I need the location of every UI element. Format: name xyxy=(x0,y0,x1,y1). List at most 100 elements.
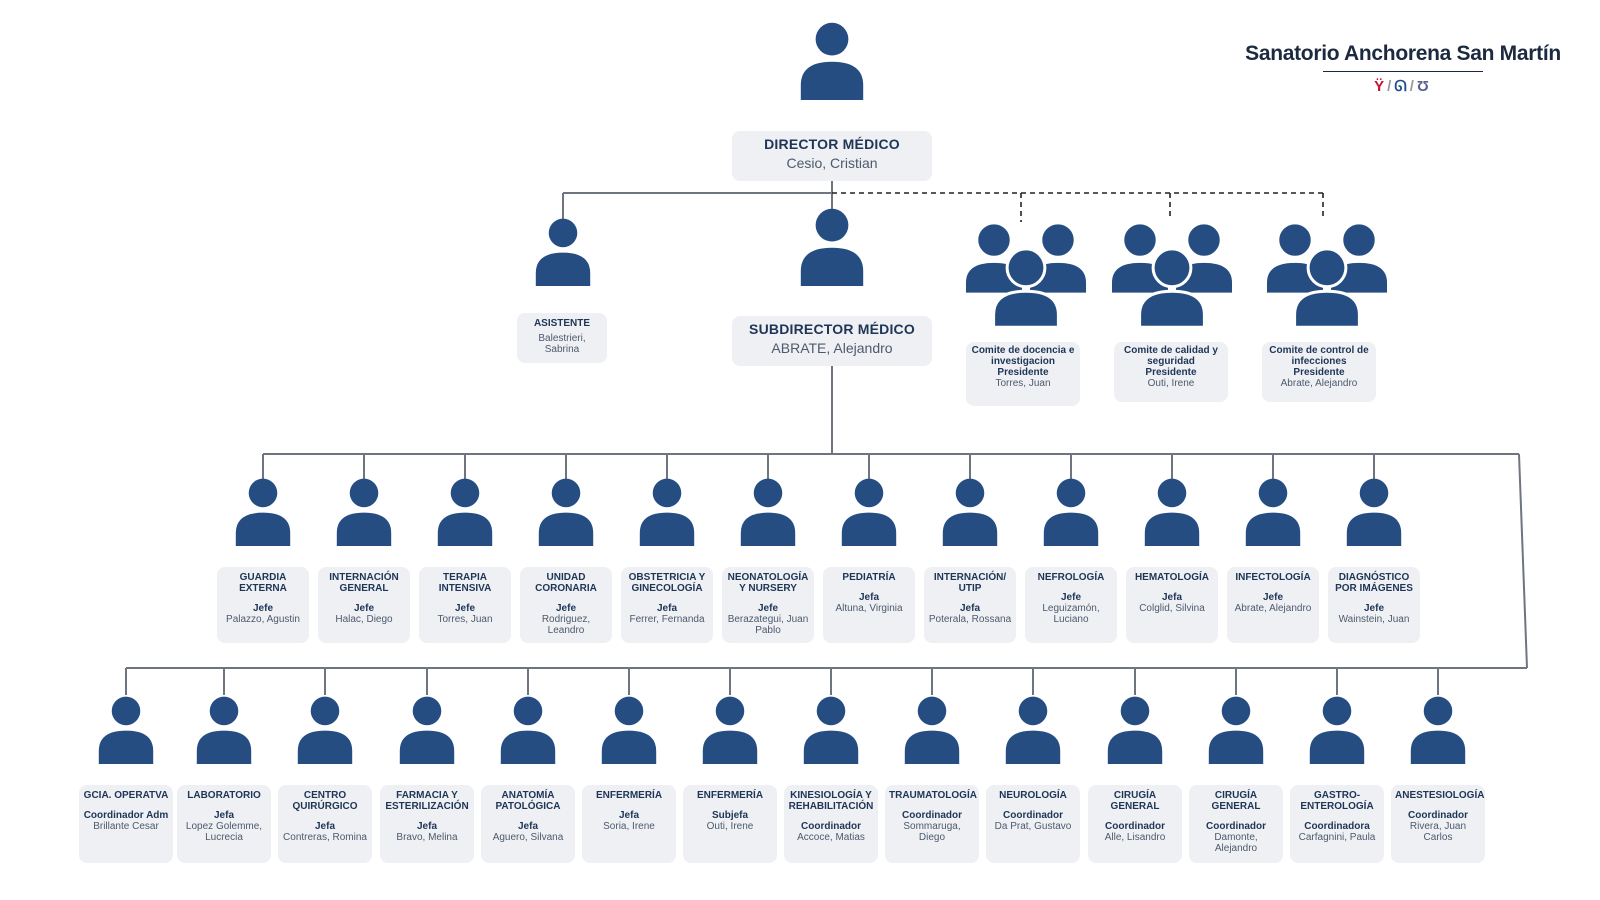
department-role: Jefe xyxy=(1060,592,1081,603)
department-role: Jefa xyxy=(656,603,677,614)
department-name: Soria, Irene xyxy=(603,821,655,832)
department-title: CIRUGÍA GENERAL xyxy=(1211,790,1261,812)
department-name: Outi, Irene xyxy=(706,821,754,832)
department-name: Brillante Cesar xyxy=(93,821,159,832)
department-name: Berazategui, Juan Pablo xyxy=(727,614,809,636)
brand-logos: Ϋ/ᘏ/Ʊ xyxy=(1238,78,1568,95)
department-title: GCIA. OPERATVA xyxy=(83,790,169,801)
person-icon xyxy=(1309,696,1365,764)
person-icon xyxy=(538,478,594,546)
department-title: TRAUMATOLOGÍA xyxy=(889,790,977,801)
department-title: INTERNACIÓN GENERAL xyxy=(329,572,399,594)
person-icon xyxy=(601,696,657,764)
comite-name: Torres, Juan xyxy=(995,378,1051,389)
department-name: Carfagnini, Paula xyxy=(1298,832,1376,843)
comite-card: Comite de control de infecciones Preside… xyxy=(1262,342,1376,402)
person-icon xyxy=(1208,696,1264,764)
director-name: Cesio, Cristian xyxy=(786,155,878,171)
department-role: Jefe xyxy=(757,603,778,614)
department-title: FARMACIA Y ESTERILIZACIÓN xyxy=(385,790,469,812)
department-role: Subjefa xyxy=(711,810,749,821)
brand-logo-1-icon: Ϋ xyxy=(1374,78,1388,95)
department-title: ENFERMERÍA xyxy=(696,790,764,801)
department-role: Jefa xyxy=(416,821,437,832)
department-name: Poterala, Rossana xyxy=(928,614,1012,625)
person-icon xyxy=(336,478,392,546)
person-icon xyxy=(904,696,960,764)
department-title: KINESIOLOGÍA Y REHABILITACIÓN xyxy=(788,790,874,812)
department-name: Torres, Juan xyxy=(437,614,493,625)
department-role: Coordinadora xyxy=(1304,821,1370,832)
department-role: Jefa xyxy=(1161,592,1182,603)
person-icon xyxy=(800,208,864,286)
department-title: CENTRO QUIRÚRGICO xyxy=(292,790,358,812)
department-role: Coordinador xyxy=(902,810,962,821)
department-role: Coordinador xyxy=(801,821,861,832)
person-icon xyxy=(1410,696,1466,764)
person-icon xyxy=(1144,478,1200,546)
department-name: Altuna, Virginia xyxy=(835,603,903,614)
brand-separator: / xyxy=(1409,78,1417,95)
department-name: Ferrer, Fernanda xyxy=(629,614,705,625)
department-title: NEONATOLOGÍA Y NURSERY xyxy=(727,572,809,594)
department-role: Coordinador xyxy=(1003,810,1063,821)
comite-role: Presidente xyxy=(997,367,1049,378)
department-title: PEDIATRÍA xyxy=(842,572,896,583)
department-name: Da Prat, Gustavo xyxy=(994,821,1072,832)
department-role: Jefa xyxy=(314,821,335,832)
person-icon xyxy=(98,696,154,764)
brand-divider xyxy=(1323,71,1483,72)
department-title: ENFERMERÍA xyxy=(595,790,663,801)
asistente-title: ASISTENTE xyxy=(533,318,591,329)
department-title: NEUROLOGÍA xyxy=(999,790,1067,801)
department-title: INTERNACIÓN/ UTIP xyxy=(933,572,1007,594)
person-icon xyxy=(1043,478,1099,546)
group-people-icon xyxy=(1263,221,1391,329)
department-name: Damonte, Alejandro xyxy=(1214,832,1258,854)
person-icon xyxy=(702,696,758,764)
brand-header: Sanatorio Anchorena San Martín Ϋ/ᘏ/Ʊ xyxy=(1238,42,1568,95)
person-icon xyxy=(1005,696,1061,764)
department-name: Wainstein, Juan xyxy=(1338,614,1410,625)
department-name: Aguero, Silvana xyxy=(492,832,564,843)
department-title: TERAPIA INTENSIVA xyxy=(438,572,492,594)
department-role: Jefa xyxy=(213,810,234,821)
brand-logo-3-icon: Ʊ xyxy=(1416,78,1432,95)
department-name: Rodriguez, Leandro xyxy=(541,614,591,636)
person-icon xyxy=(1245,478,1301,546)
department-role: Jefe xyxy=(353,603,374,614)
comite-name: Abrate, Alejandro xyxy=(1280,378,1358,389)
comite-title: Comite de calidad y seguridad xyxy=(1124,345,1218,367)
director-title: DIRECTOR MÉDICO xyxy=(764,136,900,152)
person-icon xyxy=(500,696,556,764)
department-role: Jefa xyxy=(517,821,538,832)
department-title: DIAGNÓSTICO POR IMÁGENES xyxy=(1335,572,1413,594)
comite-title: Comite de docencia e investigacion xyxy=(971,345,1075,367)
brand-logo-2-icon: ᘏ xyxy=(1394,78,1410,95)
person-icon xyxy=(803,696,859,764)
department-name: Abrate, Alejandro xyxy=(1234,603,1312,614)
comite-card: Comite de docencia e investigacion Presi… xyxy=(966,342,1080,406)
comite-role: Presidente xyxy=(1145,367,1197,378)
person-icon xyxy=(800,22,864,100)
department-name: Lopez Golemme, Lucrecia xyxy=(185,821,263,843)
person-icon xyxy=(399,696,455,764)
department-title: LABORATORIO xyxy=(187,790,261,801)
person-icon xyxy=(196,696,252,764)
department-role: Coordinador xyxy=(1206,821,1266,832)
comite-name: Outi, Irene xyxy=(1147,378,1195,389)
